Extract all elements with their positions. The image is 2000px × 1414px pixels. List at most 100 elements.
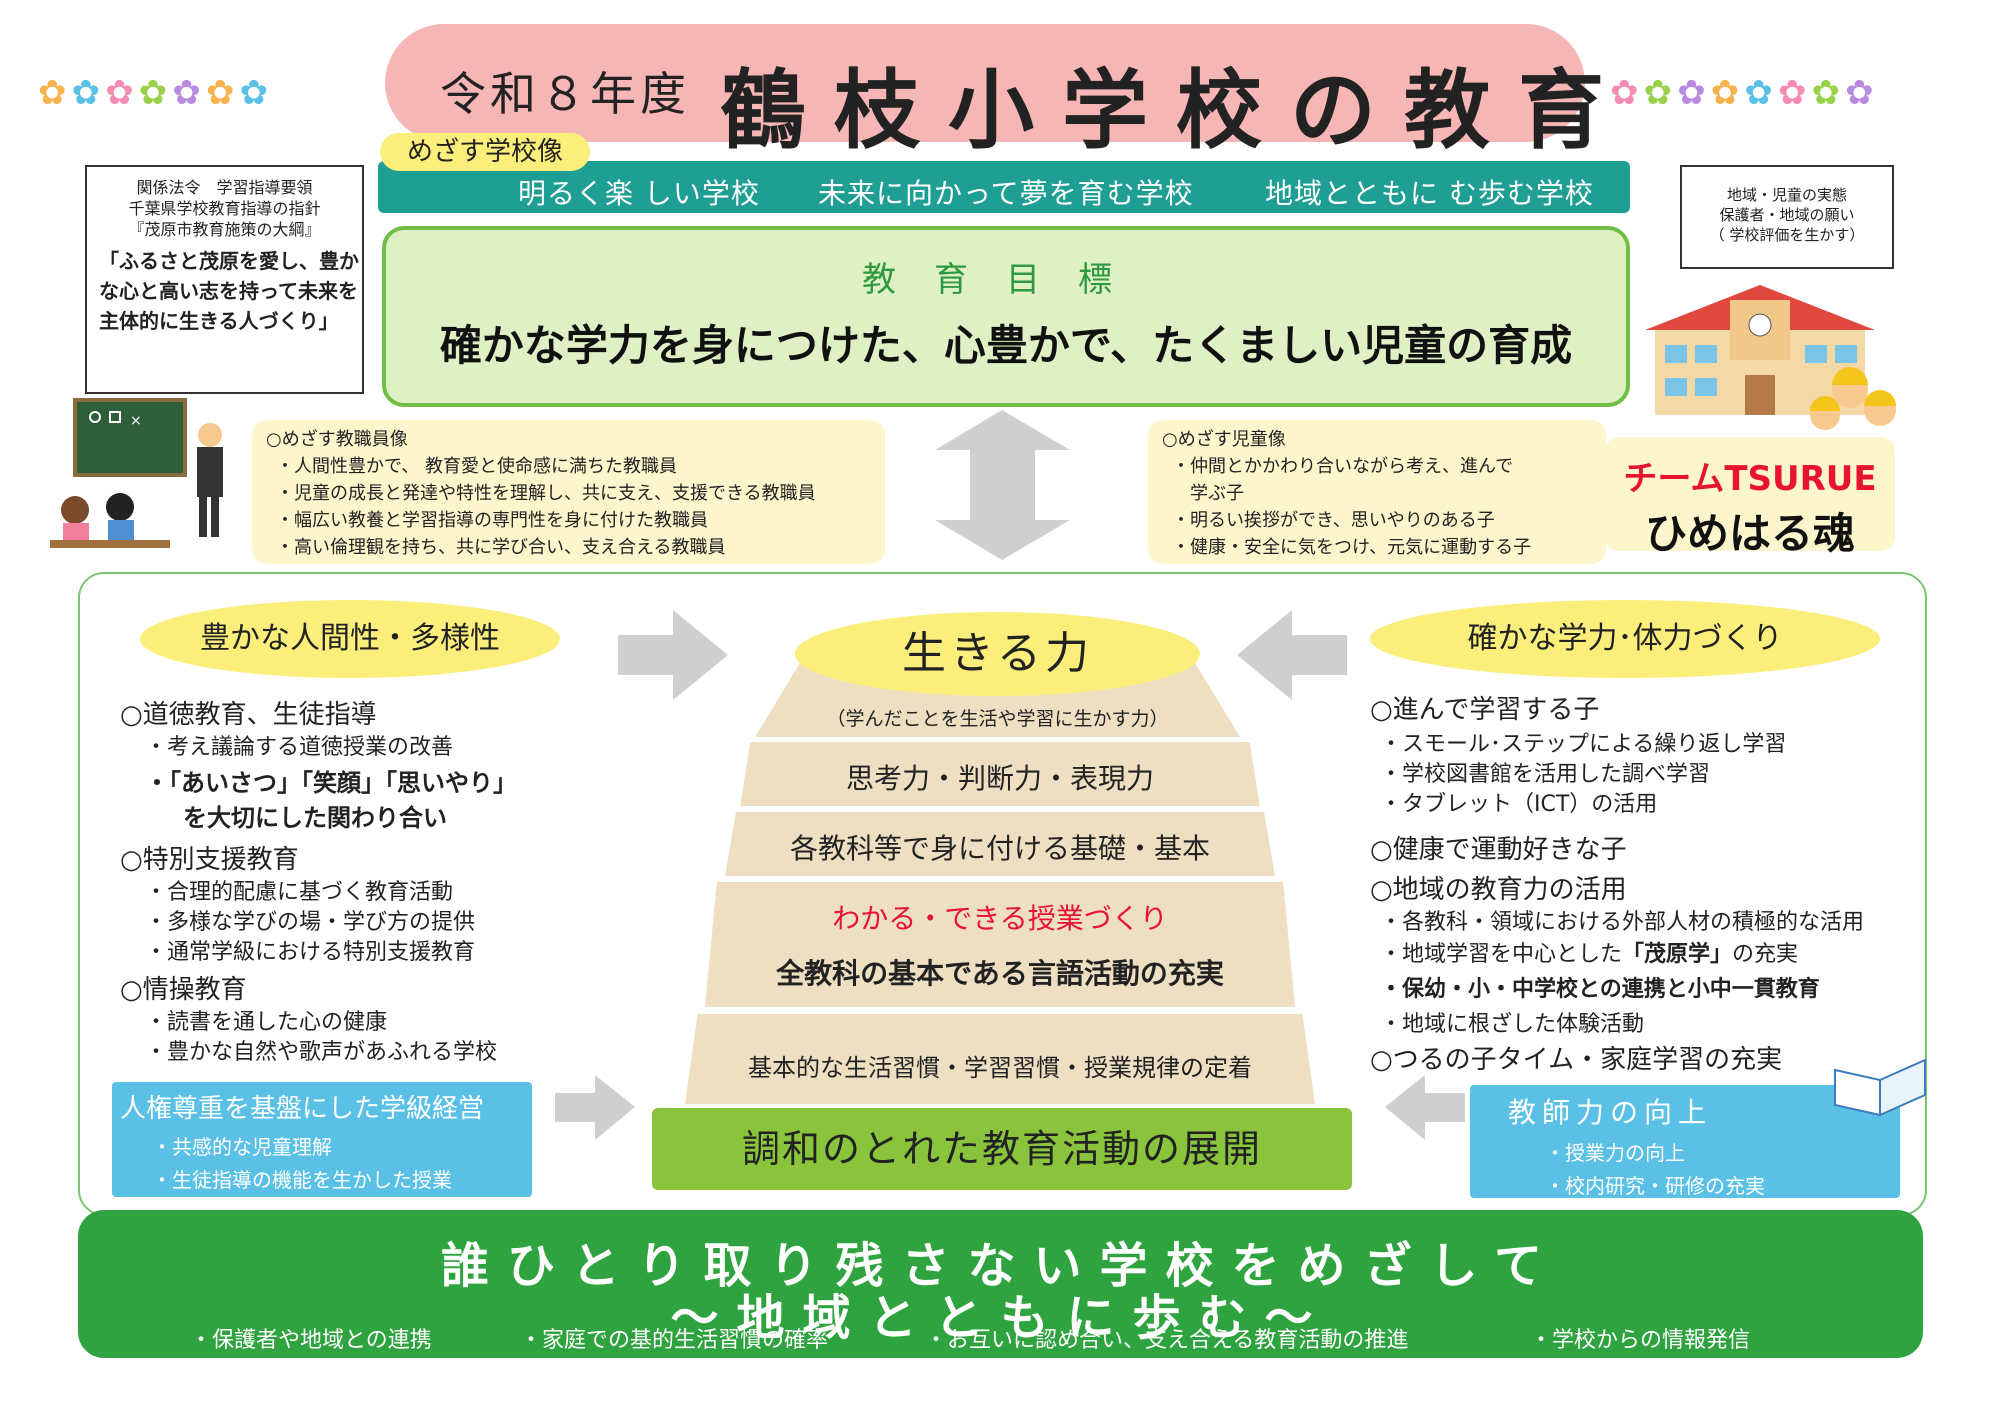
teacher-ideal-item: ・人間性豊かで、 教育愛と使命感に満ちた教職員	[276, 456, 677, 477]
svg-text:×: ×	[130, 413, 142, 429]
classroom-illustration: ×	[50, 398, 223, 548]
teacher-power-item: ・校内研究・研修の充実	[1545, 1174, 1765, 1198]
flower-icon: ✿	[1643, 73, 1673, 113]
double-arrow-icon	[935, 410, 1070, 560]
left-item: ・考え議論する道徳授業の改善	[145, 735, 454, 760]
flower-icon: ✿	[239, 73, 269, 113]
team-motto: ひめはる魂	[1644, 509, 1855, 558]
left-item: ・豊かな自然や歌声があふれる学校	[145, 1040, 498, 1065]
flower-icon: ✿	[1710, 73, 1740, 113]
right-item-bold: ・保幼・小・中学校との連携と小中一貫教育	[1380, 977, 1820, 1002]
flower-icon: ✿	[1677, 73, 1706, 113]
flower-icon: ✿	[1777, 73, 1807, 113]
pyramid-level-5-text: 基本的な生活習慣・学習習慣・授業規律の定着	[748, 1054, 1252, 1082]
vision-item: 地域とともに む歩む学校	[1265, 177, 1594, 210]
bottom-slogan: 誰ひとり取り残さない学校をめざして	[440, 1238, 1561, 1294]
left-title-text: 豊かな人間性・多様性	[200, 621, 500, 656]
left-item: ・読書を通した心の健康	[145, 1010, 388, 1035]
right-item-heading: ○健康で運動好きな子	[1370, 835, 1627, 865]
bottom-item: ・家庭での基的生活習慣の確率	[520, 1328, 829, 1353]
left-item: ・合理的配慮に基づく教育活動	[145, 880, 454, 905]
flower-icon: ✿	[172, 73, 201, 113]
pyramid-level-2-text: 思考力・判断力・表現力	[845, 762, 1154, 795]
bottom-item: ・保護者や地域との連携	[190, 1328, 432, 1353]
flower-icon: ✿	[38, 73, 67, 113]
flower-icon: ✿	[1744, 73, 1773, 113]
flower-icon: ✿	[1845, 73, 1874, 113]
left-item-heading: ○特別支援教育	[120, 845, 299, 875]
title-banner	[385, 24, 1585, 142]
right-section-title: 確かな学力･体力づくり	[1370, 600, 1880, 678]
community-line: 地域・児童の実態	[1726, 186, 1847, 204]
right-item-highlight: 「茂原学」	[1622, 942, 1733, 967]
flower-icon: ✿	[205, 73, 235, 113]
teacher-ideal-item: ・児童の成長と発達や特性を理解し、共に支え、支援できる教職員	[276, 483, 816, 504]
right-item: ・タブレット（ICT）の活用	[1380, 792, 1658, 817]
bottom-item: ・学校からの情報発信	[1530, 1328, 1751, 1353]
left-section-title: 豊かな人間性・多様性	[140, 600, 560, 678]
child-ideal-item: ・明るい挨拶ができ、思いやりのある子	[1172, 510, 1495, 531]
child-ideal-box: ○めざす児童像 ・仲間とかかわり合いながら考え、進んで 学ぶ子 ・明るい挨拶がで…	[1148, 420, 1606, 564]
left-item: ・通常学級における特別支援教育	[145, 940, 476, 965]
team-name: チームTSURUE	[1623, 459, 1877, 499]
pyramid-level-4-bold: 全教科の基本である言語活動の充実	[776, 957, 1224, 990]
teacher-power-item: ・授業力の向上	[1545, 1141, 1685, 1165]
left-item-heading: ○道徳教育、生徒指導	[120, 700, 377, 730]
teacher-ideal-heading: ○めざす教職員像	[266, 429, 408, 450]
community-box: 地域・児童の実態 保護者・地域の願い （ 学校評価を生かす）	[1680, 165, 1894, 269]
teacher-ideal-item: ・幅広い教養と学習指導の専門性を身に付けた教職員	[276, 510, 708, 531]
pyramid-top-text: 生きる力	[901, 628, 1094, 679]
legal-line: 千葉県学校教育指導の指針	[128, 199, 321, 218]
human-rights-title: 人権尊重を基盤にした学級経営	[120, 1094, 485, 1124]
pyramid-level-4	[705, 882, 1295, 1007]
right-item: ・地域に根ざした体験活動	[1380, 1012, 1645, 1037]
left-item: ・多様な学びの場・学び方の提供	[145, 910, 476, 935]
flower-icon: ✿	[71, 73, 101, 113]
right-arrow-icon	[618, 610, 728, 700]
school-building-illustration	[1645, 285, 1896, 430]
vision-item: 未来に向かって夢を育む学校	[818, 177, 1194, 210]
right-item-heading: ○進んで学習する子	[1370, 695, 1600, 725]
left-arrow-icon	[1385, 1075, 1465, 1140]
right-item-part: の充実	[1732, 942, 1799, 967]
vision-tag: めざす学校像	[380, 133, 590, 171]
right-item: ・学校図書館を活用した調べ学習	[1380, 762, 1711, 787]
flower-row-left: ✿ ✿ ✿ ✿ ✿ ✿ ✿	[38, 76, 268, 110]
team-slogan-box: チームTSURUE ひめはる魂	[1605, 437, 1895, 558]
flower-row-right: ✿ ✿ ✿ ✿ ✿ ✿ ✿ ✿	[1610, 76, 1874, 110]
pyramid-base: 調和のとれた教育活動の展開	[652, 1108, 1352, 1190]
legal-motto: 「ふるさと茂原を愛し、豊か な心と高い志を持って未来を主体的に生きる人づくり」	[99, 249, 359, 333]
human-rights-item: ・生徒指導の機能を生かした授業	[152, 1168, 452, 1192]
pyramid-level-5	[685, 1014, 1315, 1104]
legal-basis-box: 関係法令 学習指導要領 千葉県学校教育指導の指針 『茂原市教育施策の大綱』 「ふ…	[85, 165, 364, 394]
bottom-banner: 誰ひとり取り残さない学校をめざして 〜地域とともに歩む〜	[78, 1210, 1923, 1358]
teacher-power-box: 教師力の向上 ・授業力の向上 ・校内研究・研修の充実	[1470, 1085, 1900, 1198]
right-item: ・地域学習を中心とした「茂原学」の充実	[1380, 940, 1798, 970]
community-line: （ 学校評価を生かす）	[1709, 226, 1865, 244]
right-item: ・各教科・領域における外部人材の積極的な活用	[1380, 910, 1865, 935]
right-item-part: ・地域学習を中心とした	[1380, 942, 1623, 967]
pyramid-base-text: 調和のとれた教育活動の展開	[741, 1127, 1262, 1171]
teacher-ideal-item: ・高い倫理観を持ち、共に学び合い、支え合える教職員	[276, 537, 726, 558]
left-item-bold: を大切にした関わり合い	[183, 804, 447, 832]
flower-icon: ✿	[138, 73, 168, 113]
bottom-subslogan: 〜地域とともに歩む〜	[670, 1290, 1331, 1346]
page-title: 鶴枝小学校の教育	[720, 61, 1632, 161]
right-title-text: 確かな学力･体力づくり	[1467, 621, 1783, 656]
pyramid-level-2	[740, 742, 1260, 806]
goal-label: 教育目標	[862, 260, 1150, 300]
left-item-heading: ○情操教育	[120, 975, 247, 1005]
right-arrow-icon	[555, 1075, 635, 1140]
child-ideal-item: 学ぶ子	[1172, 483, 1244, 504]
right-item-heading: ○つるの子タイム・家庭学習の充実	[1370, 1045, 1783, 1075]
pyramid-level-3-text: 各教科等で身に付ける基礎・基本	[789, 832, 1210, 865]
flower-icon: ✿	[1811, 73, 1841, 113]
pyramid-level-4-red: わかる・できる授業づくり	[832, 902, 1168, 935]
community-line: 保護者・地域の願い	[1719, 206, 1855, 224]
child-ideal-item: ・仲間とかかわり合いながら考え、進んで	[1172, 456, 1514, 477]
human-rights-item: ・共感的な児童理解	[152, 1135, 332, 1159]
pyramid-top-sub: （学んだことを生活や学習に生かす力）	[826, 708, 1169, 730]
bottom-item: ・お互いに認め合い、支え合える教育活動の推進	[925, 1328, 1409, 1353]
child-ideal-heading: ○めざす児童像	[1162, 429, 1286, 450]
flower-icon: ✿	[105, 73, 134, 113]
